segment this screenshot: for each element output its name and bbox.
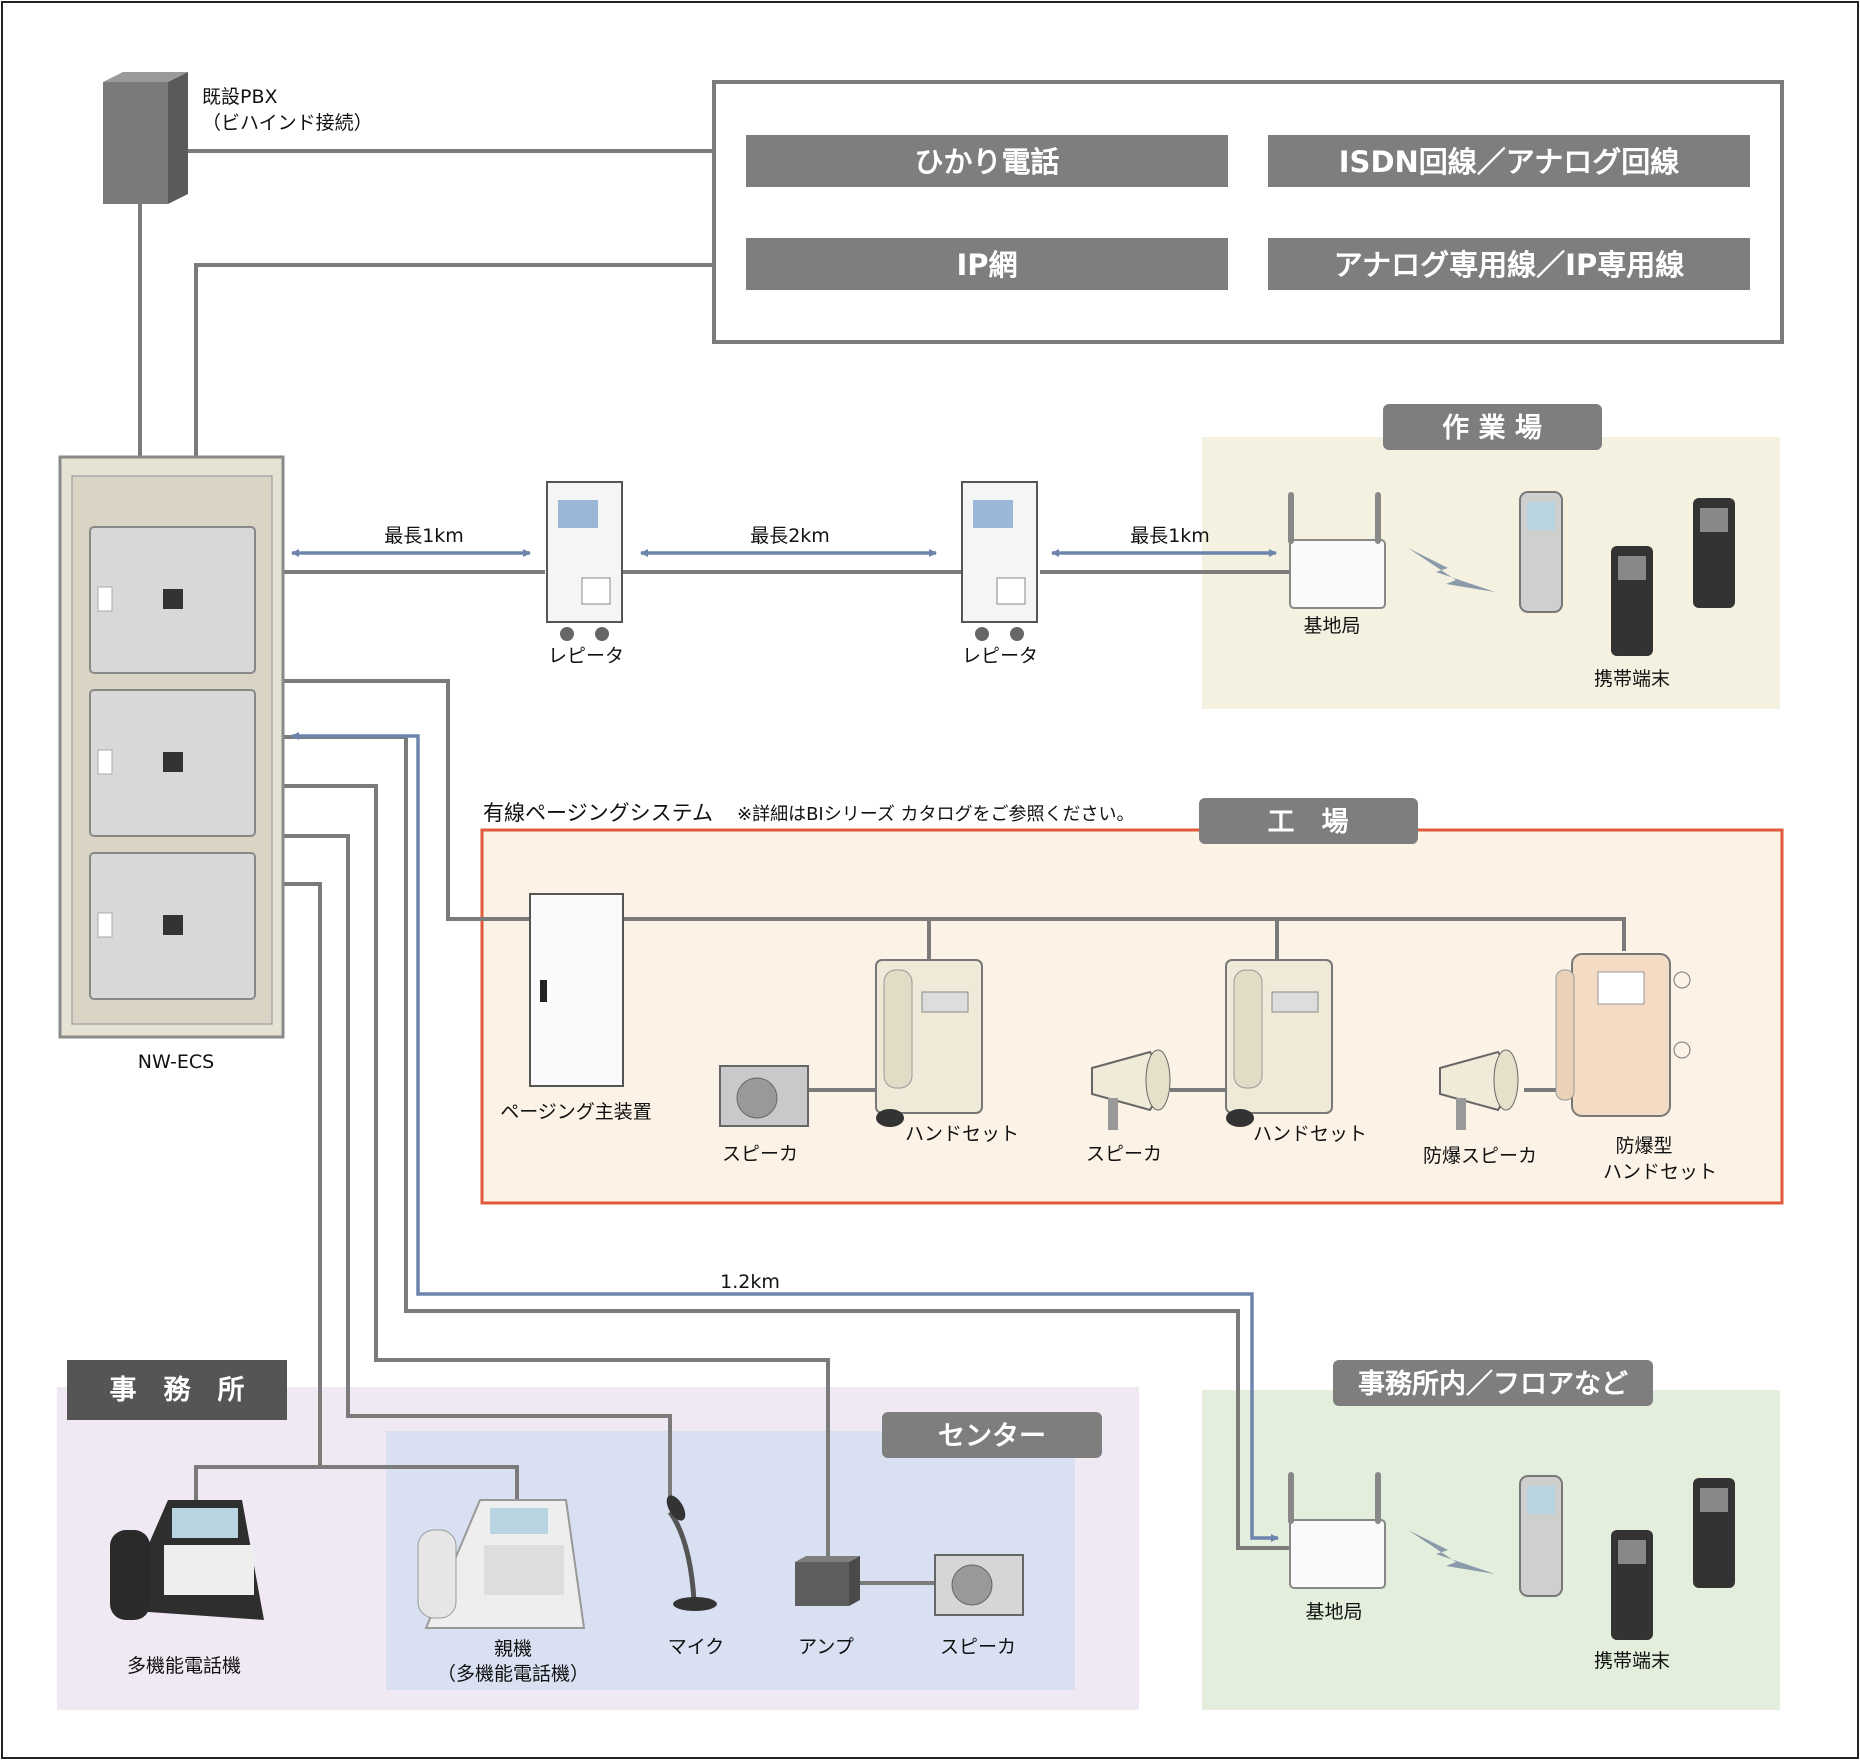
base-station-workplace: [1288, 492, 1386, 609]
center-speaker: [934, 1554, 1024, 1616]
amp-label: アンプ: [798, 1636, 854, 1658]
ex-speaker-label: 防爆スピーカ: [1423, 1145, 1537, 1167]
handheld-terminal-black-2: [1693, 498, 1735, 608]
handheld-terminal-black-4: [1693, 1478, 1735, 1588]
explosion-proof-speaker: [1439, 1049, 1519, 1130]
speaker-box-1: [719, 1065, 809, 1127]
handset-label-2: ハンドセット: [1253, 1123, 1367, 1145]
dedicated-line-panel: [1268, 238, 1750, 290]
master-phone-label-line2: （多機能電話機）: [437, 1663, 589, 1685]
dedicated-line-label: アナログ専用線／IP専用線: [1334, 248, 1684, 282]
office-title: 事 務 所: [110, 1375, 245, 1406]
workplace-title: 作 業 場: [1442, 413, 1542, 444]
distance-label-3: 最長1km: [1130, 525, 1210, 547]
multifunction-phone: [110, 1500, 264, 1620]
radio-signal-icon: [1408, 548, 1495, 592]
office-phone-label: 多機能電話機: [127, 1655, 241, 1677]
distance-label-1-2km: 1.2km: [720, 1271, 780, 1293]
paging-system-note: ※詳細はBIシリーズ カタログをご参照ください。: [737, 804, 1135, 825]
handheld-terminal-silver: [1519, 491, 1563, 613]
terminal-label-workplace: 携帯端末: [1594, 668, 1670, 690]
amplifier: [795, 1556, 860, 1606]
repeater-1: [546, 481, 623, 641]
microphone: [666, 1495, 717, 1611]
hikari-denwa-panel: [746, 135, 1228, 187]
center-title: センター: [938, 1421, 1046, 1452]
repeater-2: [961, 481, 1038, 641]
handset-label-1: ハンドセット: [905, 1123, 1019, 1145]
distance-label-1: 最長1km: [384, 525, 464, 547]
paging-system-name: 有線ページングシステム: [483, 801, 713, 825]
wall-handset-2: [1225, 959, 1333, 1127]
master-phone: [417, 1499, 586, 1629]
office-floor-title: 事務所内／フロアなど: [1358, 1369, 1628, 1400]
nw-ecs-rack: [58, 455, 285, 1039]
paging-main-unit: [529, 893, 624, 1087]
center-title-tag: [882, 1412, 1102, 1458]
base-station-label-office-floor: 基地局: [1305, 1601, 1362, 1623]
ex-handset-label-line2: ハンドセット: [1603, 1161, 1717, 1183]
hikari-denwa-label: ひかり電話: [914, 145, 1059, 179]
ex-handset-label-line1: 防爆型: [1615, 1135, 1672, 1157]
horn-speaker-1: [1091, 1049, 1171, 1130]
network-box: [712, 80, 1784, 344]
office-floor-title-tag: [1333, 1360, 1653, 1406]
factory-title: 工 場: [1268, 807, 1349, 838]
handheld-terminal-black-1: [1611, 546, 1653, 656]
center-speaker-label: スピーカ: [940, 1636, 1016, 1658]
repeater-label-2: レピータ: [962, 645, 1038, 667]
pbx-cabinet: [103, 72, 188, 204]
master-phone-label-line1: 親機: [494, 1638, 532, 1660]
factory-title-tag: [1199, 798, 1418, 844]
repeater-label-1: レピータ: [548, 645, 624, 667]
mic-label: マイク: [668, 1636, 725, 1658]
isdn-panel: [1268, 135, 1750, 187]
speaker-label-2: スピーカ: [1086, 1143, 1162, 1165]
base-station-label-workplace: 基地局: [1303, 615, 1360, 637]
isdn-label: ISDN回線／アナログ回線: [1339, 145, 1679, 179]
workplace-title-tag: [1383, 404, 1602, 450]
base-station-office-floor: [1288, 1472, 1386, 1589]
handheld-terminal-black-3: [1611, 1530, 1653, 1640]
handheld-terminal-silver-2: [1519, 1475, 1563, 1597]
wall-handset-1: [875, 959, 983, 1127]
terminal-label-office-floor: 携帯端末: [1594, 1650, 1670, 1672]
distance-label-2: 最長2km: [750, 525, 830, 547]
radio-signal-icon-2: [1408, 1530, 1495, 1574]
explosion-proof-handset: [1555, 953, 1691, 1117]
pbx-label: 既設PBX: [202, 86, 278, 108]
blue-distance-lines: [291, 549, 1279, 1542]
speaker-label-1: スピーカ: [722, 1143, 798, 1165]
ip-network-panel: [746, 238, 1228, 290]
paging-main-label: ページング主装置: [500, 1101, 652, 1123]
office-title-tag: [67, 1360, 287, 1420]
pbx-sublabel: （ビハインド接続）: [202, 112, 373, 134]
ip-network-label: IP網: [956, 248, 1017, 282]
nw-ecs-label: NW-ECS: [138, 1051, 214, 1073]
